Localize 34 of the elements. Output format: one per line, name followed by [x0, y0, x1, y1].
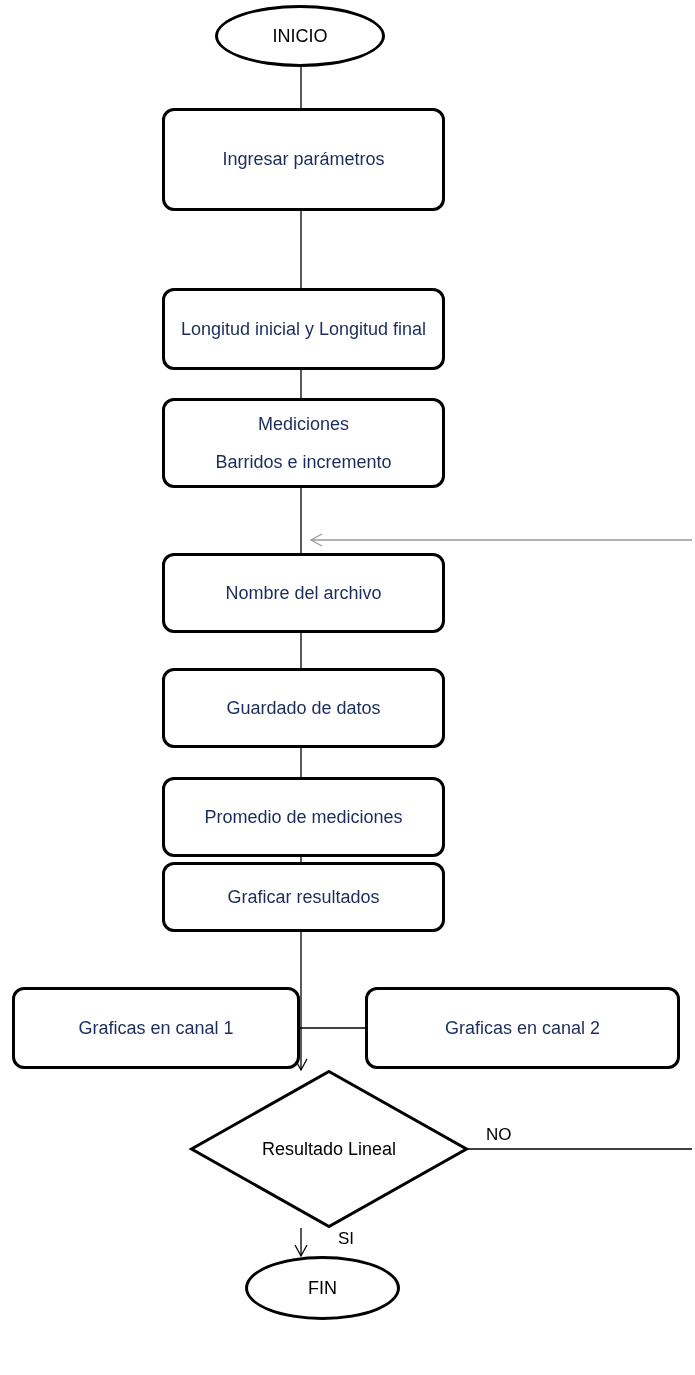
node-text: Ingresar parámetros: [222, 148, 385, 171]
node-text: INICIO: [272, 24, 328, 48]
connector-line: [300, 66, 302, 109]
node-text: Promedio de mediciones: [204, 805, 403, 829]
process-box: [365, 987, 680, 1069]
node-text: Graficar resultados: [227, 885, 380, 909]
process-box: [162, 288, 445, 370]
node-text: Mediciones: [257, 412, 349, 436]
node-text: Resultado Lineal: [261, 1137, 397, 1161]
connector-line: [300, 632, 302, 669]
node-text: FIN: [308, 1276, 337, 1300]
arrow: [310, 533, 693, 547]
node-text: Graficas en canal 1: [78, 1016, 234, 1040]
node-text: Graficas en canal 2: [444, 1016, 601, 1040]
connector-line: [300, 210, 302, 289]
process-box: [162, 668, 445, 748]
connector-line: [300, 747, 302, 778]
process-box: [162, 108, 445, 211]
connector-line: [467, 1148, 693, 1150]
process-box: [162, 862, 445, 932]
process-box: [162, 777, 445, 857]
decision-diamond: [190, 1070, 468, 1228]
arrow: [294, 1227, 308, 1257]
connector-line: [300, 369, 302, 399]
node-text: Nombre del archivo: [225, 581, 382, 605]
process-box: [162, 398, 445, 488]
node-text: Barridos e incremento: [215, 450, 392, 474]
node-text: Guardado de datos: [226, 696, 381, 720]
node-text: Longitud inicial y Longitud final: [180, 317, 427, 341]
connector-line: [300, 856, 302, 863]
connector-line: [299, 1027, 366, 1029]
connector-line: [300, 487, 302, 554]
process-box: [162, 553, 445, 633]
process-box: [12, 987, 300, 1069]
